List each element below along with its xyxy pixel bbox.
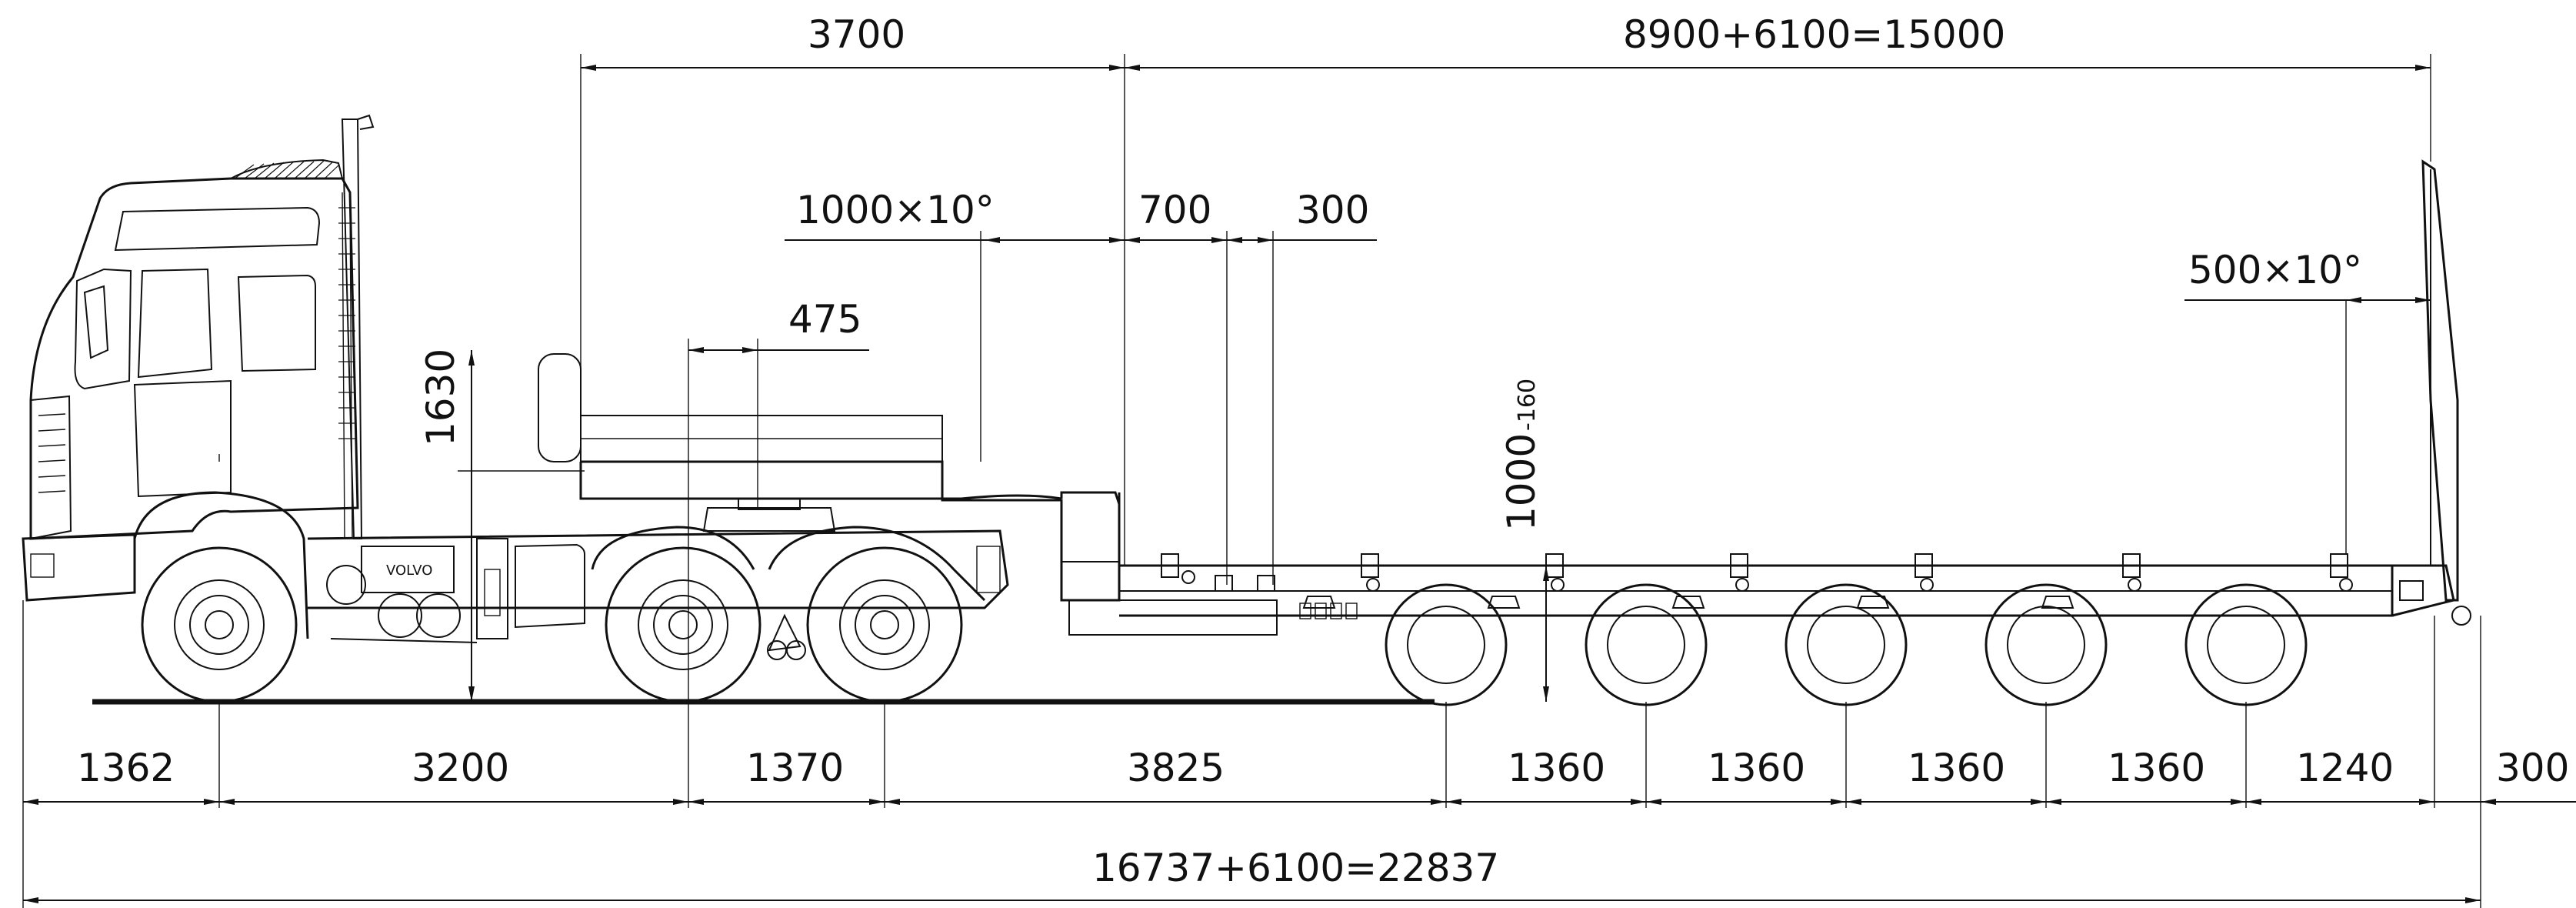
rear-ramp	[2391, 159, 2471, 626]
dim-bottom-300: 300	[2496, 746, 2569, 790]
dim-bottom-1360-a: 1360	[1508, 746, 1605, 790]
dim-gooseneck-angle: 1000×10°	[796, 188, 995, 232]
trailer-gooseneck	[538, 353, 1121, 602]
dim-rear-ramp-angle: 500×10°	[2188, 248, 2362, 292]
dim-bottom-1240: 1240	[2296, 746, 2394, 790]
dim-15000: 8900+6100=15000	[1623, 12, 2005, 57]
dim-bottom-1360-d: 1360	[2108, 746, 2205, 790]
dim-300-top: 300	[1296, 188, 1369, 232]
dim-1630: 1630	[418, 349, 463, 446]
trailer-wheel-1	[1385, 583, 1508, 706]
trailer-deck	[1068, 553, 2394, 636]
tractor-drive-wheel-2	[806, 546, 963, 703]
dim-bottom-1370: 1370	[746, 746, 844, 790]
dim-bottom-3825: 3825	[1127, 746, 1225, 790]
trailer-wheel-3	[1785, 583, 1908, 706]
dim-475: 475	[788, 297, 861, 342]
trailer-wheel-2	[1585, 583, 1708, 706]
dim-3700: 3700	[808, 12, 905, 57]
tractor-cab	[22, 159, 359, 639]
dim-deck-height-tol: -160	[1514, 379, 1541, 431]
trailer-wheel-5	[2184, 583, 2308, 706]
tractor-drive-wheel-1	[605, 546, 761, 703]
dim-bottom-3200: 3200	[412, 746, 509, 790]
dim-bottom-1360-b: 1360	[1708, 746, 1805, 790]
tractor-chassis: VOLVO	[307, 498, 1009, 660]
tractor-front-wheel	[141, 546, 298, 703]
dim-700: 700	[1138, 188, 1211, 232]
dim-bottom-1362: 1362	[77, 746, 175, 790]
dim-deck-height: 1000	[1499, 433, 1544, 531]
trailer-wheel-4	[1984, 583, 2108, 706]
extension-lines	[22, 54, 2481, 908]
truck-badge: VOLVO	[386, 562, 432, 579]
dim-bottom-1360-c: 1360	[1908, 746, 2005, 790]
dim-overall: 16737+6100=22837	[1092, 846, 1499, 890]
